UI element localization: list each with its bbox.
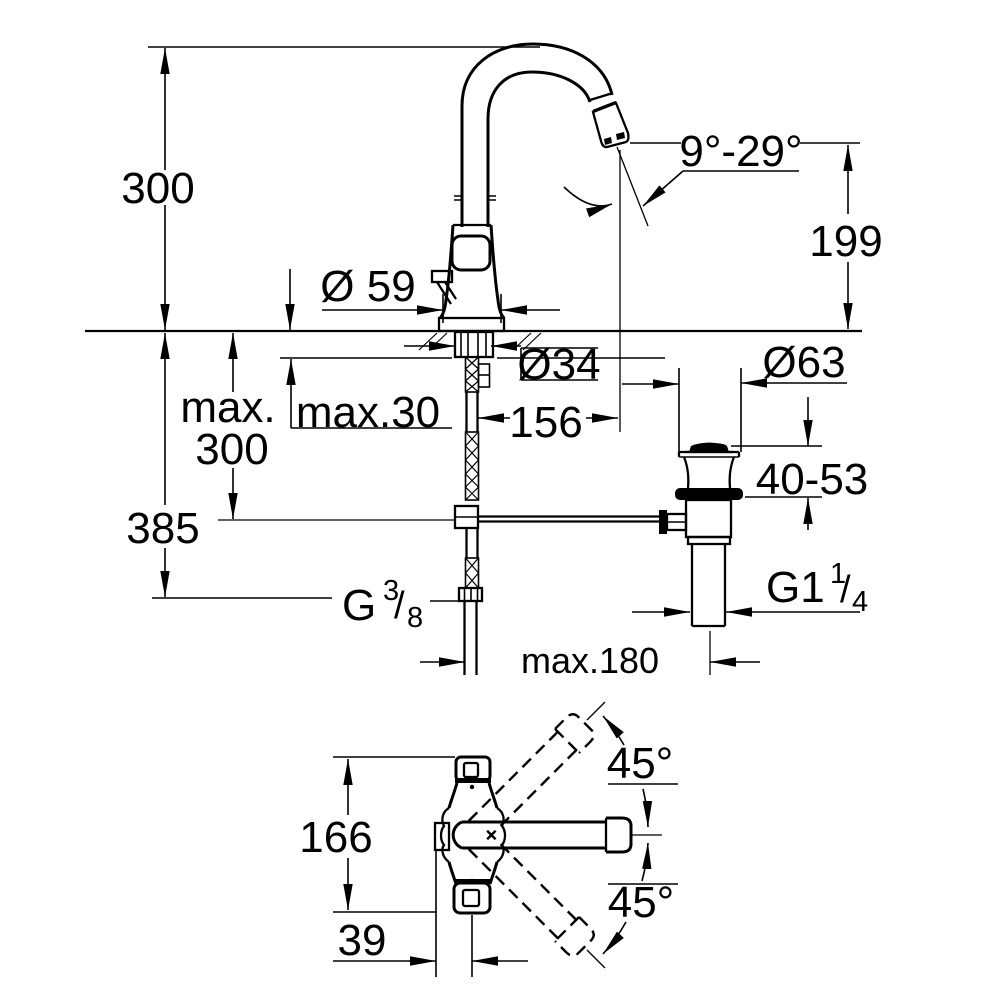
- spray-angle-construction: [563, 146, 799, 432]
- label-385: 385: [126, 504, 199, 553]
- rod-clevis: [659, 510, 667, 534]
- label-max-300: 300: [195, 425, 268, 474]
- supply-pipe-end: [463, 601, 478, 675]
- angled-flow-line: [616, 146, 649, 227]
- dimension-40-53-basin-range: 40-53: [731, 397, 868, 530]
- swivel-arcs: 45° 45°: [586, 701, 678, 969]
- mounting-hole-top: [462, 761, 480, 779]
- waste-body: [684, 498, 733, 539]
- label-dia-59: Ø 59: [320, 262, 415, 311]
- dimension-diameter-34: Ø34: [404, 340, 601, 389]
- outlet-slots: [604, 132, 625, 145]
- g38-numerator: 3: [383, 575, 399, 607]
- braided-hose-upper: [464, 431, 480, 501]
- label-9-29: 9°-29°: [679, 127, 802, 176]
- side-elevation-view: 300 385 max. 300 max.30 Ø 59: [85, 42, 883, 681]
- spout-top-view: [451, 816, 633, 854]
- dimension-156-reach: 156: [478, 398, 618, 447]
- faucet-outline: [430, 42, 630, 333]
- g114-prefix: G1: [766, 563, 825, 612]
- waste-seal: [675, 488, 743, 500]
- label-300: 300: [121, 164, 194, 213]
- dimension-385: 385: [126, 333, 200, 597]
- mounting-hole-bottom: [461, 888, 481, 908]
- label-166: 166: [299, 813, 372, 862]
- label-dia-34: Ø34: [517, 340, 600, 389]
- dimension-max-180: max.180: [420, 631, 760, 681]
- base-plate: [437, 316, 506, 333]
- hub-scallop-right: [496, 807, 507, 863]
- label-thread-g-3-8: G 3 / 8: [342, 575, 423, 634]
- label-199: 199: [809, 217, 882, 266]
- handle-escutcheon: [450, 234, 492, 272]
- spout-swivel-up-dashed: [467, 713, 595, 841]
- under-counter-assembly: [418, 330, 659, 675]
- g38-prefix: G: [342, 581, 376, 630]
- label-45-up: 45°: [607, 739, 674, 788]
- g38-denominator: 8: [407, 602, 423, 634]
- dimension-max-30-deck-thickness: max.30: [285, 269, 452, 437]
- label-39: 39: [338, 916, 387, 965]
- label-max-180: max.180: [521, 640, 659, 681]
- hose-nut: [457, 586, 484, 603]
- spout-tip: [591, 101, 630, 149]
- dimension-max-300-below-deck: max. 300: [180, 333, 276, 519]
- dimension-thread-g-1-1-4: G1 1 / 4: [632, 558, 868, 618]
- pop-up-rod: [478, 515, 659, 523]
- label-156: 156: [509, 398, 582, 447]
- dimension-166: 166: [299, 756, 455, 913]
- dimension-angle-9-29: 9°-29°: [679, 127, 802, 176]
- dimension-diameter-63: Ø63: [622, 338, 847, 452]
- g38-slash: /: [394, 585, 405, 627]
- side-tab: [433, 821, 451, 852]
- label-max-30: max.30: [296, 388, 440, 437]
- label-40-53: 40-53: [756, 455, 869, 504]
- dimension-199-outlet-height: 199: [809, 145, 883, 329]
- g114-slash: /: [840, 569, 851, 611]
- waste-knob: [689, 442, 729, 452]
- waste-tailpipe: [690, 544, 727, 628]
- pop-up-waste-assembly: [659, 442, 743, 628]
- dimension-300-above-deck: 300: [121, 48, 195, 330]
- g114-numerator: 1: [830, 558, 846, 590]
- reference-lines: [85, 46, 862, 602]
- spout-swivel-down-dashed: [467, 829, 595, 957]
- label-max: max.: [180, 383, 275, 432]
- hub-scallop-left: [439, 807, 450, 863]
- label-dia-63: Ø63: [762, 338, 845, 387]
- waste-flange: [682, 456, 736, 489]
- lever-handle: [430, 269, 457, 305]
- top-plan-view: 45° 45° 166 39: [299, 701, 678, 977]
- body-top-view: [433, 755, 507, 915]
- g114-denominator: 4: [852, 586, 868, 618]
- dimension-39: 39: [333, 851, 528, 977]
- label-45-down: 45°: [608, 878, 675, 927]
- braided-hose-lower: [464, 557, 480, 589]
- dimension-diameter-59: Ø 59: [320, 262, 560, 323]
